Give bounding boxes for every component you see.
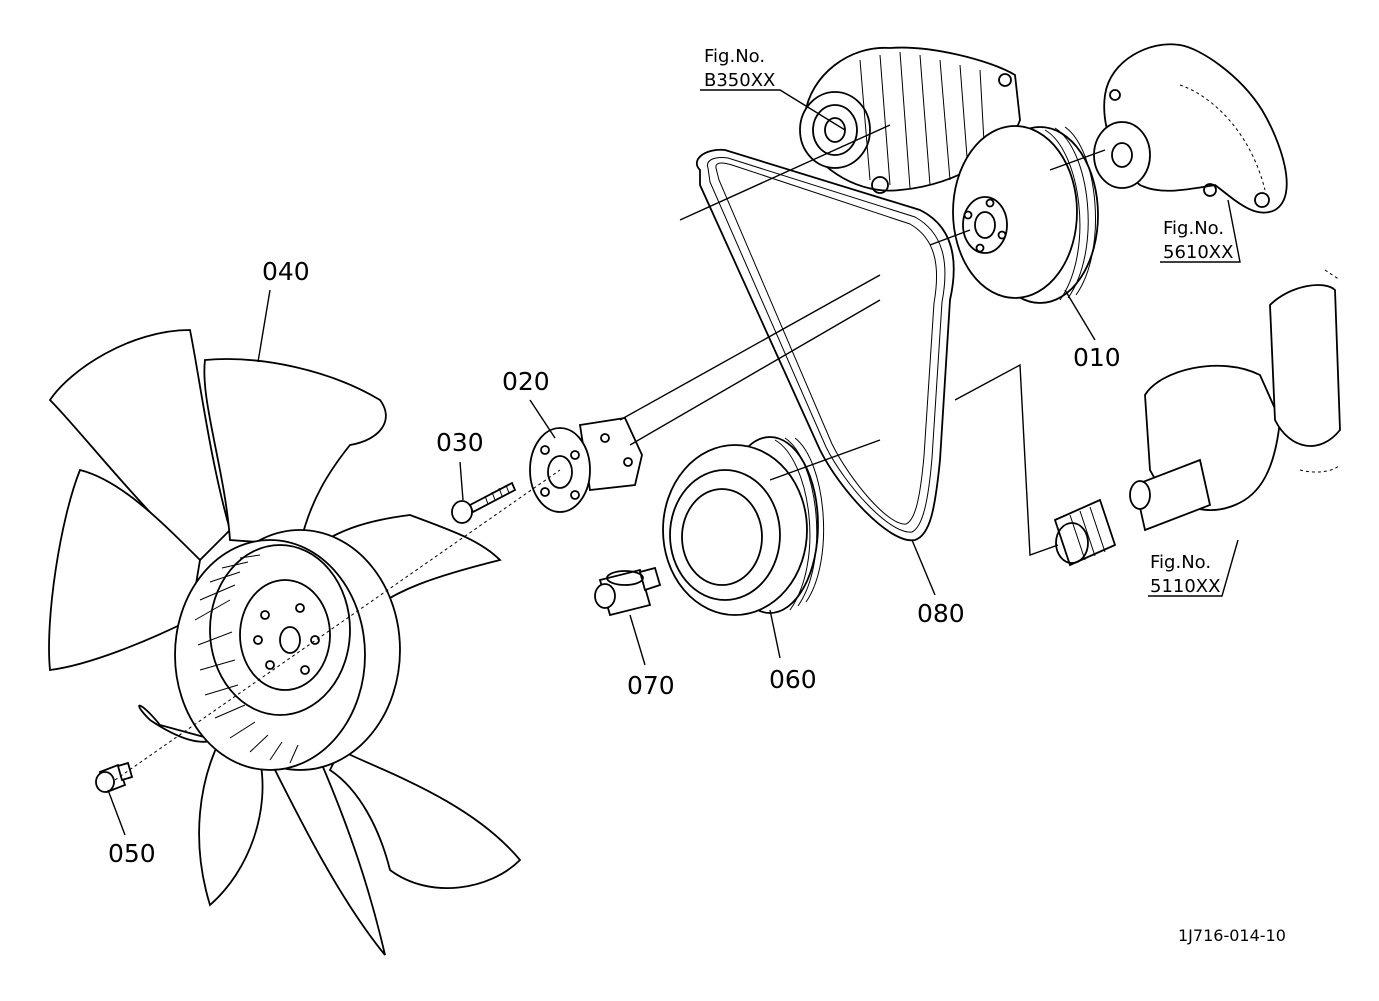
callout-070: 070 [627, 671, 675, 700]
fan-spacer-020 [529, 417, 643, 513]
callout-020: 020 [502, 367, 550, 396]
water-pump-pulley-010 [952, 125, 1099, 304]
crankshaft-reference-part [1053, 269, 1341, 567]
fan-mount-bolt-050 [95, 761, 134, 794]
figref-crankshaft-line1: Fig.No. [1150, 552, 1211, 573]
crank-bolt-070 [594, 566, 662, 617]
alignment-lines [114, 124, 1106, 781]
fan-belt-080 [695, 148, 955, 542]
callout-030: 030 [436, 428, 484, 457]
callout-010: 010 [1073, 343, 1121, 372]
figref-alternator-line1: Fig.No. [704, 46, 765, 67]
figref-crankshaft-line2: 5110XX [1150, 576, 1220, 597]
figref-waterpump-line2: 5610XX [1163, 242, 1233, 263]
drawing-code: 1J716-014-10 [1178, 926, 1286, 945]
callout-080: 080 [917, 599, 965, 628]
callout-050: 050 [108, 839, 156, 868]
fan-bolt-030 [451, 481, 517, 524]
callout-040: 040 [262, 257, 310, 286]
cooling-fan-040 [48, 329, 522, 956]
crank-pulley-060 [662, 436, 825, 616]
figref-alternator-line2: B350XX [704, 70, 775, 91]
leader-lines [107, 89, 1241, 836]
water-pump-reference-part [1093, 43, 1288, 214]
figref-waterpump-line1: Fig.No. [1163, 218, 1224, 239]
alternator-reference-part [799, 46, 1021, 194]
callout-060: 060 [769, 665, 817, 694]
